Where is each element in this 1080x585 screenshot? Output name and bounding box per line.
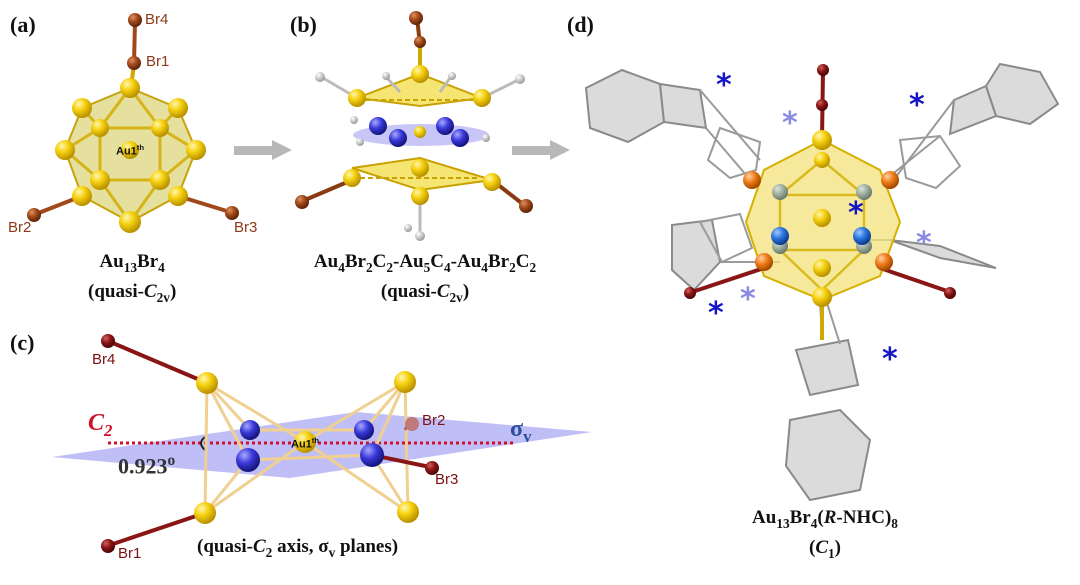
sigma-v-label: σv	[510, 416, 532, 446]
chiral-mark: *	[708, 296, 724, 331]
chiral-mark: *	[716, 68, 732, 103]
panel-d-structure	[584, 62, 1060, 502]
panel-b-caption: Au4Br2C2-Au5C4-Au4Br2C2 (quasi-C2v)	[300, 250, 550, 310]
panel-c-br3-label: Br3	[435, 471, 459, 488]
panel-c-br2-label: Br2	[422, 412, 446, 429]
panel-a-br2-label: Br2	[8, 219, 32, 236]
chiral-mark: *	[916, 226, 932, 261]
panel-c-au1-label: Au1th	[291, 436, 320, 451]
panel-a-label: (a)	[10, 12, 36, 37]
arrow-b-to-d	[512, 140, 570, 160]
angle-value: 0.923o	[118, 452, 176, 479]
panel-b-structure	[295, 11, 533, 241]
chiral-mark: *	[740, 282, 756, 317]
panel-a-structure	[27, 13, 239, 233]
panel-a-caption: Au13Br4 (quasi-C2v)	[88, 251, 177, 305]
panel-d-caption: Au13Br4(R-NHC)8 (C1)	[740, 506, 910, 566]
panel-b-label: (b)	[290, 12, 317, 37]
panel-d-formula: Au13Br4(R-NHC)8	[752, 507, 898, 531]
panel-a-br1-label: Br1	[146, 53, 170, 70]
panel-c-label: (c)	[10, 330, 35, 355]
panel-c-br4-label: Br4	[92, 351, 116, 368]
panel-b-formula: Au4Br2C2-Au5C4-Au4Br2C2	[313, 251, 537, 275]
panel-c-structure	[52, 334, 592, 553]
panel-a-br4-label: Br4	[145, 11, 169, 28]
panel-c-br1-label: Br1	[118, 545, 142, 562]
chiral-mark: *	[882, 342, 898, 377]
panel-c-caption: (quasi-C2 axis, σv planes)	[197, 536, 399, 560]
chiral-mark: *	[782, 106, 798, 141]
c2-axis-label: C2	[88, 410, 113, 440]
panel-a-br3-label: Br3	[234, 219, 258, 236]
chiral-mark: *	[848, 196, 864, 231]
arrow-a-to-b	[234, 140, 292, 160]
panel-a-au1-label: Au1th	[116, 143, 145, 158]
chiral-mark: *	[909, 88, 925, 123]
panel-d-label: (d)	[567, 12, 594, 37]
